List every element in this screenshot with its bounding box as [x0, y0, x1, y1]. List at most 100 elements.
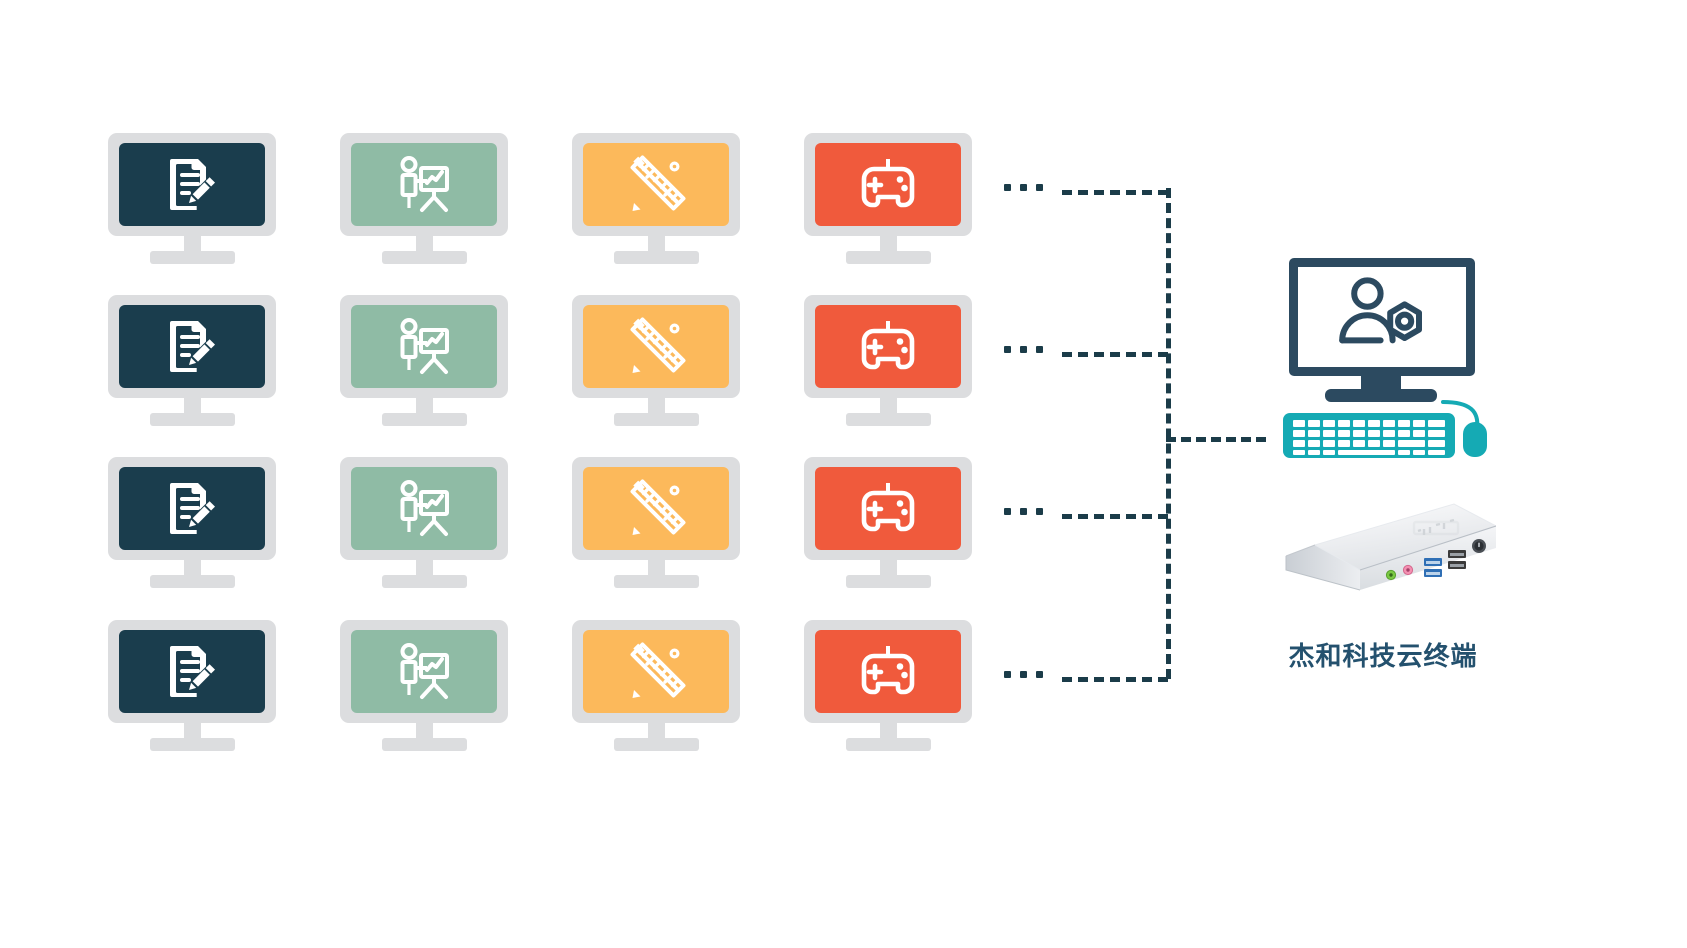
monitor-neck [416, 558, 433, 578]
client-monitor[interactable] [108, 295, 276, 426]
client-monitor[interactable] [340, 457, 508, 588]
monitor-neck [880, 396, 897, 416]
ellipsis-dot [1004, 346, 1011, 353]
ellipsis-dot [1036, 671, 1043, 678]
monitor-foot [846, 575, 931, 588]
connector-vertical-bus [1166, 188, 1171, 679]
monitor-neck [880, 721, 897, 741]
client-monitor[interactable] [804, 295, 972, 426]
ellipsis-dot [1020, 508, 1027, 515]
client-monitor[interactable] [804, 457, 972, 588]
ellipsis-dot [1004, 671, 1011, 678]
client-monitor[interactable] [572, 620, 740, 751]
mouse-icon[interactable] [1463, 422, 1487, 457]
monitor-screen [583, 143, 729, 226]
monitor-screen [119, 143, 265, 226]
gamepad-icon [856, 477, 920, 541]
row-ellipsis [1004, 346, 1043, 353]
monitor-screen [815, 467, 961, 550]
monitor-neck [648, 396, 665, 416]
monitor-screen [583, 467, 729, 550]
client-monitor[interactable] [108, 457, 276, 588]
monitor-screen [119, 630, 265, 713]
monitor-neck [648, 721, 665, 741]
pencil-ruler-icon [624, 640, 688, 704]
monitor-foot [846, 413, 931, 426]
user-settings-icon [1335, 274, 1431, 354]
row-ellipsis [1004, 508, 1043, 515]
monitor-screen [815, 305, 961, 388]
monitor-neck [184, 234, 201, 254]
monitor-foot [614, 575, 699, 588]
admin-monitor-frame [1289, 258, 1475, 376]
presentation-chart-icon [392, 477, 456, 541]
monitor-screen [815, 630, 961, 713]
gamepad-icon [856, 153, 920, 217]
ellipsis-dot [1036, 184, 1043, 191]
monitor-foot [382, 575, 467, 588]
client-monitor[interactable] [108, 620, 276, 751]
monitor-screen [583, 305, 729, 388]
client-monitor[interactable] [340, 295, 508, 426]
gamepad-icon [856, 640, 920, 704]
monitor-neck [184, 396, 201, 416]
monitor-neck [880, 558, 897, 578]
monitor-neck [184, 558, 201, 578]
client-monitor[interactable] [572, 295, 740, 426]
monitor-foot [150, 738, 235, 751]
monitor-screen [351, 630, 497, 713]
monitor-foot [382, 251, 467, 264]
row-ellipsis [1004, 184, 1043, 191]
ellipsis-dot [1020, 346, 1027, 353]
mini-pc-icon[interactable] [1268, 498, 1496, 616]
admin-workstation[interactable] [1277, 258, 1487, 458]
presentation-chart-icon [392, 640, 456, 704]
monitor-foot [846, 738, 931, 751]
client-monitor[interactable] [340, 620, 508, 751]
document-edit-icon [160, 153, 224, 217]
client-monitor[interactable] [572, 457, 740, 588]
admin-monitor-foot [1325, 389, 1437, 402]
connector-row-1 [1062, 190, 1168, 195]
monitor-neck [184, 721, 201, 741]
monitor-neck [416, 721, 433, 741]
monitor-neck [648, 234, 665, 254]
monitor-neck [648, 558, 665, 578]
ellipsis-dot [1004, 508, 1011, 515]
document-edit-icon [160, 315, 224, 379]
keyboard-keys [1283, 413, 1455, 458]
ellipsis-dot [1020, 671, 1027, 678]
connector-row-2 [1062, 352, 1168, 357]
client-monitor[interactable] [108, 133, 276, 264]
monitor-foot [382, 413, 467, 426]
connector-row-3 [1062, 514, 1168, 519]
gamepad-icon [856, 315, 920, 379]
monitor-screen [815, 143, 961, 226]
monitor-foot [846, 251, 931, 264]
admin-monitor-neck [1361, 375, 1401, 392]
admin-monitor [1289, 258, 1475, 376]
monitor-screen [119, 305, 265, 388]
row-ellipsis [1004, 671, 1043, 678]
client-monitor[interactable] [572, 133, 740, 264]
presentation-chart-icon [392, 153, 456, 217]
monitor-screen [351, 305, 497, 388]
ellipsis-dot [1004, 184, 1011, 191]
connector-bus-to-server [1166, 437, 1266, 442]
document-edit-icon [160, 640, 224, 704]
monitor-foot [150, 413, 235, 426]
pencil-ruler-icon [624, 315, 688, 379]
monitor-neck [416, 396, 433, 416]
monitor-foot [382, 738, 467, 751]
monitor-neck [880, 234, 897, 254]
client-monitor[interactable] [340, 133, 508, 264]
keyboard-icon[interactable] [1283, 413, 1455, 458]
client-monitor[interactable] [804, 133, 972, 264]
pencil-ruler-icon [624, 477, 688, 541]
connector-row-4 [1062, 677, 1168, 682]
client-monitor[interactable] [804, 620, 972, 751]
monitor-foot [614, 413, 699, 426]
ellipsis-dot [1020, 184, 1027, 191]
document-edit-icon [160, 477, 224, 541]
